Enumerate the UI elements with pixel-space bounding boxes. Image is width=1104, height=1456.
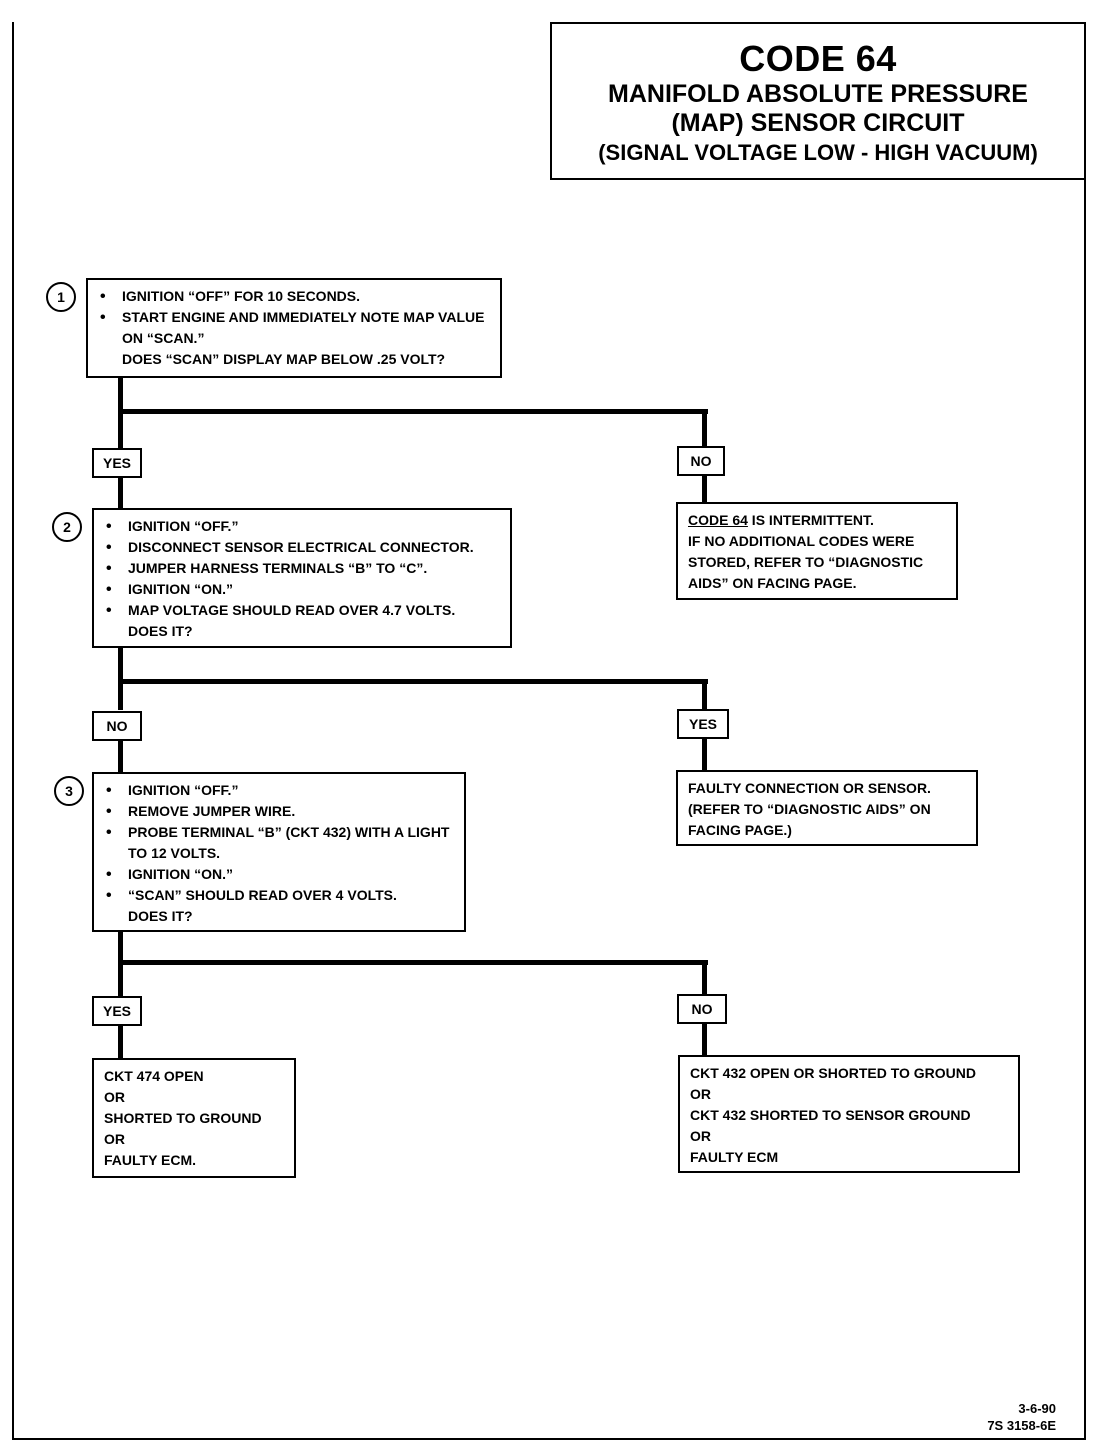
title-line-2: (MAP) SENSOR CIRCUIT <box>671 109 965 137</box>
step-2-no-label: NO <box>92 711 142 741</box>
connector <box>118 960 708 965</box>
step-2-item: JUMPER HARNESS TERMINALS “B” TO “C”. <box>104 558 500 579</box>
intermittent-more: IF NO ADDITIONAL CODES WERE STORED, REFE… <box>688 533 924 591</box>
step-1-no-label: NO <box>677 446 725 476</box>
title-block: CODE 64 MANIFOLD ABSOLUTE PRESSURE (MAP)… <box>550 22 1086 180</box>
intermittent-outcome-box: CODE 64 IS INTERMITTENT. IF NO ADDITIONA… <box>676 502 958 600</box>
step-3-item: IGNITION “OFF.” <box>104 780 454 801</box>
intermittent-text: IS INTERMITTENT. <box>747 512 874 528</box>
step-2-yes-label: YES <box>677 709 729 739</box>
step-3-item: REMOVE JUMPER WIRE. <box>104 801 454 822</box>
footer: 3-6-90 7S 3158-6E <box>987 1400 1056 1434</box>
faulty-connection-outcome-box: FAULTY CONNECTION OR SENSOR. (REFER TO “… <box>676 770 978 846</box>
connector <box>702 475 707 503</box>
step-1-box: IGNITION “OFF” FOR 10 SECONDS. START ENG… <box>86 278 502 378</box>
step-3-question: DOES IT? <box>128 908 193 924</box>
step-number-3: 3 <box>54 776 84 806</box>
ckt432-outcome-box: CKT 432 OPEN OR SHORTED TO GROUND OR CKT… <box>678 1055 1020 1173</box>
step-1-question: DOES “SCAN” DISPLAY MAP BELOW .25 VOLT? <box>122 351 446 367</box>
ckt474-outcome-box: CKT 474 OPEN OR SHORTED TO GROUND OR FAU… <box>92 1058 296 1178</box>
connector <box>702 960 707 994</box>
connector <box>118 679 708 684</box>
footer-date: 3-6-90 <box>1018 1401 1056 1416</box>
step-1-item: IGNITION “OFF” FOR 10 SECONDS. <box>98 286 490 307</box>
connector <box>118 646 123 710</box>
title-line-1: MANIFOLD ABSOLUTE PRESSURE <box>608 80 1028 108</box>
step-2-item: IGNITION “OFF.” <box>104 516 500 537</box>
step-3-item: PROBE TERMINAL “B” (CKT 432) WITH A LIGH… <box>104 822 454 864</box>
ckt432-text: CKT 432 OPEN OR SHORTED TO GROUND OR CKT… <box>690 1065 977 1165</box>
connector <box>118 409 708 414</box>
step-2-question: DOES IT? <box>128 623 193 639</box>
connector <box>702 739 707 771</box>
step-1-item: START ENGINE AND IMMEDIATELY NOTE MAP VA… <box>98 307 490 349</box>
page-frame <box>12 22 1086 1440</box>
connector <box>702 1024 707 1058</box>
connector <box>702 409 707 447</box>
step-3-box: IGNITION “OFF.” REMOVE JUMPER WIRE. PROB… <box>92 772 466 932</box>
connector <box>702 679 707 711</box>
connector <box>118 478 123 510</box>
title-line-3: (SIGNAL VOLTAGE LOW - HIGH VACUUM) <box>598 140 1038 165</box>
step-2-item: DISCONNECT SENSOR ELECTRICAL CONNECTOR. <box>104 537 500 558</box>
step-3-no-label: NO <box>677 994 727 1024</box>
footer-ref: 7S 3158-6E <box>987 1418 1056 1433</box>
step-number-1: 1 <box>46 282 76 312</box>
step-1-yes-label: YES <box>92 448 142 478</box>
code-title: CODE 64 <box>739 38 897 79</box>
step-3-item: IGNITION “ON.” <box>104 864 454 885</box>
intermittent-code: CODE 64 <box>688 512 748 528</box>
faulty-connection-text: FAULTY CONNECTION OR SENSOR. (REFER TO “… <box>688 780 931 838</box>
step-2-item: MAP VOLTAGE SHOULD READ OVER 4.7 VOLTS. <box>104 600 500 621</box>
step-2-box: IGNITION “OFF.” DISCONNECT SENSOR ELECTR… <box>92 508 512 648</box>
connector <box>118 740 123 774</box>
ckt474-text: CKT 474 OPEN OR SHORTED TO GROUND OR FAU… <box>104 1068 262 1168</box>
connector <box>118 1026 123 1060</box>
step-number-2: 2 <box>52 512 82 542</box>
step-3-yes-label: YES <box>92 996 142 1026</box>
step-2-item: IGNITION “ON.” <box>104 579 500 600</box>
step-3-item: “SCAN” SHOULD READ OVER 4 VOLTS. <box>104 885 454 906</box>
